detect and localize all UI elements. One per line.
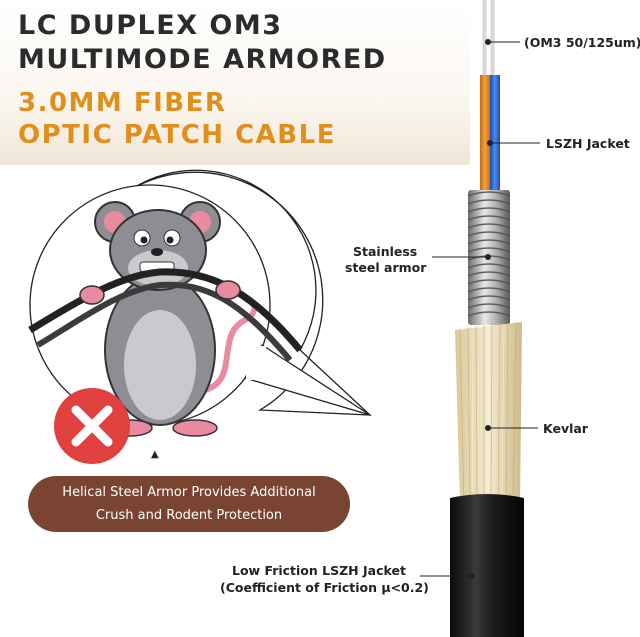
title-line-1: LC DUPLEX OM3 [18, 10, 283, 41]
fiber-label: (OM3 50/125um) [524, 35, 640, 50]
rodent-protection-callout: Helical Steel Armor Provides Additional … [28, 476, 350, 532]
rat-illustration [28, 201, 303, 437]
leader-lines [420, 39, 540, 579]
inner-jacket-label: LSZH Jacket [546, 136, 630, 151]
armor-label-line1: Stainless [353, 244, 418, 259]
kevlar-strands [455, 321, 522, 506]
title-line-2: MULTIMODE ARMORED [18, 44, 387, 75]
up-arrow-icon: ▲ [151, 449, 159, 460]
header-band [0, 0, 470, 165]
x-icon [54, 388, 130, 464]
callout-line-2: Crush and Rodent Protection [95, 508, 283, 523]
title-line-4: OPTIC PATCH CABLE [18, 120, 336, 150]
outer-jacket [450, 494, 524, 637]
callout-line-1: Helical Steel Armor Provides Additional [62, 485, 316, 500]
outer-jacket-label-line2: (Coefficient of Friction μ<0.2) [220, 580, 429, 595]
title-line-3: 3.0MM FIBER [18, 88, 227, 118]
kevlar-label: Kevlar [543, 421, 588, 436]
armor-label-line2: steel armor [345, 260, 427, 275]
inner-jacket-pair [480, 75, 500, 200]
outer-jacket-label-line1: Low Friction LSZH Jacket [232, 563, 406, 578]
